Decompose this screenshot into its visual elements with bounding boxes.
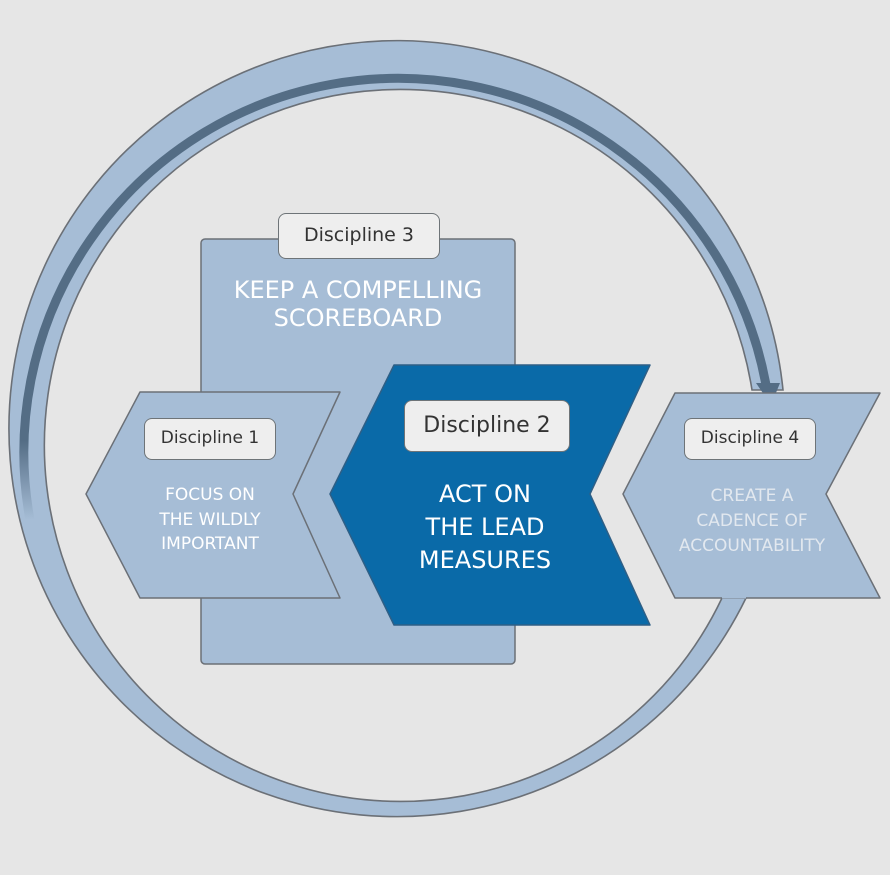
discipline-2-title: ACT ON THE LEAD MEASURES [418, 480, 552, 575]
discipline-4-label: Discipline 4 [684, 418, 816, 460]
cycle-ring [8, 39, 784, 818]
discipline-4-title: CREATE A CADENCE OF ACCOUNTABILITY [678, 486, 826, 557]
discipline-2-label: Discipline 2 [404, 400, 570, 452]
cycle-arrow-core [19, 73, 771, 521]
discipline-3-title: KEEP A COMPELLING SCOREBOARD [233, 276, 483, 333]
discipline-3-label: Discipline 3 [278, 213, 440, 259]
discipline-1-title: FOCUS ON THE WILDLY IMPORTANT [159, 485, 261, 555]
discipline-1-label: Discipline 1 [144, 418, 276, 460]
